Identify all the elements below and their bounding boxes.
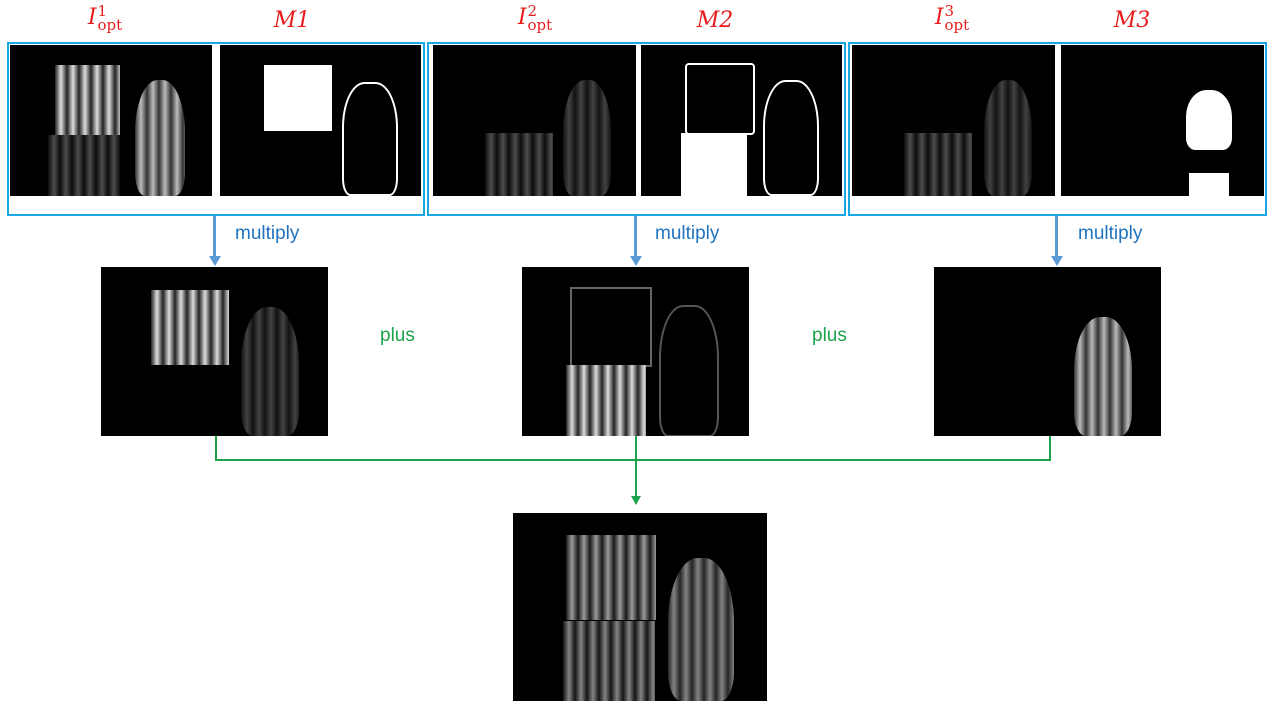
label-m1: M1 [273,8,311,33]
image-mask-m2 [641,45,842,196]
arrow-head-3 [1051,256,1063,266]
plus-label-2: plus [812,325,847,346]
group-box-3 [848,42,1267,216]
connector-right [1049,436,1051,461]
image-product-2 [522,267,749,436]
arrow-head-1 [209,256,221,266]
label-m2: M2 [696,8,734,33]
image-i-opt-2 [433,45,636,196]
arrow-multiply-1 [213,216,216,256]
plus-label-1: plus [380,325,415,346]
connector-left [215,436,217,461]
image-i-opt-1 [10,45,212,196]
green-arrow-head [631,496,641,505]
image-i-opt-3 [852,45,1055,196]
image-mask-m1 [220,45,421,196]
connector-center [635,436,637,496]
label-m3: M3 [1113,8,1151,33]
multiply-label-1: multiply [235,223,300,244]
image-product-3 [934,267,1161,436]
group-box-2 [427,42,846,216]
multiply-label-3: multiply [1078,223,1143,244]
group-box-1 [7,42,425,216]
arrow-multiply-3 [1055,216,1058,256]
arrow-head-2 [630,256,642,266]
image-product-1 [101,267,328,436]
connector-horizontal [215,459,1051,461]
image-result [513,513,767,701]
image-mask-m3 [1061,45,1264,196]
arrow-multiply-2 [634,216,637,256]
multiply-label-2: multiply [655,223,720,244]
